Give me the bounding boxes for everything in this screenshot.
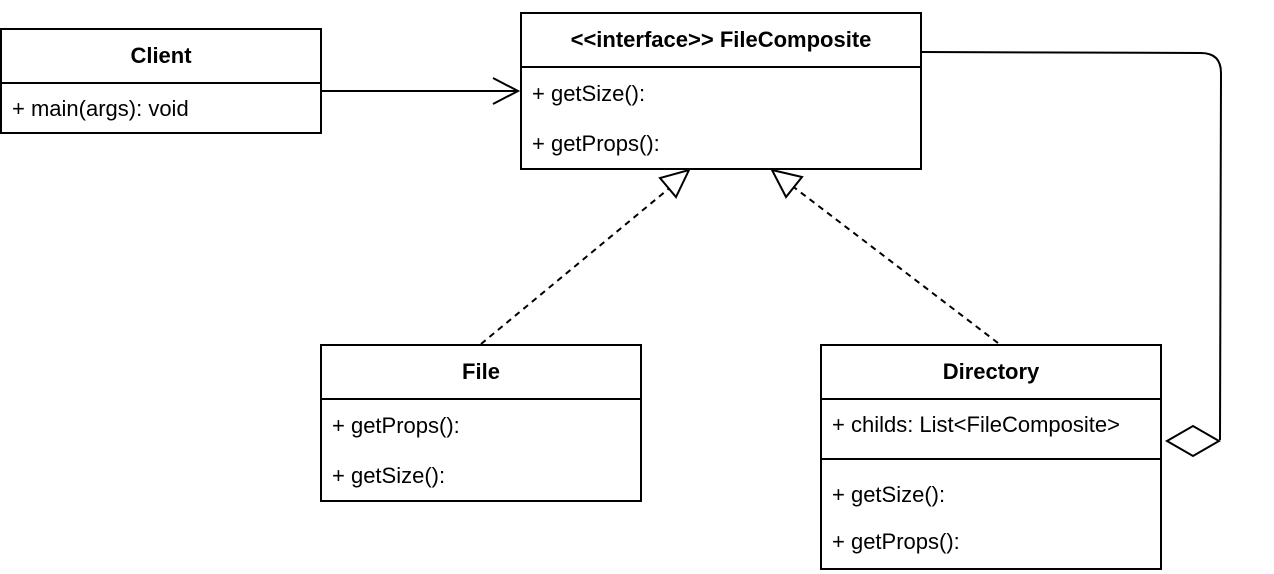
class-directory[interactable]: Directory + childs: List<FileComposite> … bbox=[820, 344, 1162, 570]
class-file-method-getsize: + getSize(): bbox=[332, 463, 446, 488]
aggregation-directory-filecomposite bbox=[920, 51, 1223, 458]
association-client-filecomposite bbox=[319, 77, 521, 105]
class-filecomposite-method-getsize: + getSize(): bbox=[532, 81, 646, 106]
class-directory-method-getsize: + getSize(): bbox=[832, 482, 946, 507]
class-file[interactable]: File + getProps(): + getSize(): bbox=[320, 344, 642, 502]
class-filecomposite-method-getprops: + getProps(): bbox=[532, 131, 660, 156]
class-client[interactable]: Client + main(args): void bbox=[0, 28, 322, 134]
class-file-method-getprops: + getProps(): bbox=[332, 413, 460, 438]
realization-directory-filecomposite bbox=[770, 168, 999, 344]
class-filecomposite[interactable]: <<interface>> FileComposite + getSize():… bbox=[520, 12, 922, 170]
class-client-name: Client bbox=[2, 30, 320, 84]
class-client-method-main: + main(args): void bbox=[12, 96, 189, 121]
class-directory-method-getprops: + getProps(): bbox=[832, 529, 960, 554]
class-directory-attribute-childs: + childs: List<FileComposite> bbox=[822, 400, 1160, 460]
class-filecomposite-name: <<interface>> FileComposite bbox=[522, 14, 920, 68]
class-directory-name: Directory bbox=[822, 346, 1160, 400]
realization-file-filecomposite bbox=[480, 168, 691, 345]
class-file-name: File bbox=[322, 346, 640, 400]
